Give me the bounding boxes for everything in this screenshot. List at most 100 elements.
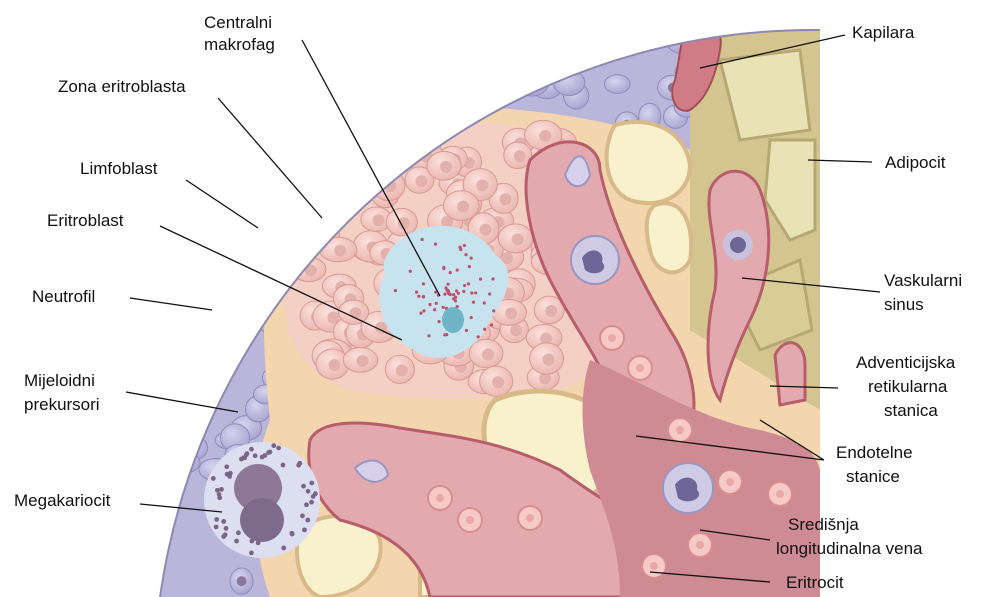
platelet-granule — [276, 446, 281, 451]
myeloid-cell — [359, 62, 387, 82]
myeloid-cell — [202, 84, 224, 109]
myeloid-cell — [271, 75, 296, 103]
myeloid-cell — [697, 11, 720, 35]
myeloid-cell — [427, 53, 460, 77]
erythroblast-cell — [343, 137, 373, 166]
label-limfoblast: Limfoblast — [80, 159, 158, 178]
platelet-granule — [300, 513, 305, 518]
erythrocyte-center — [526, 514, 534, 522]
macrophage-granule — [470, 316, 473, 319]
erythroblast-nucleus — [543, 354, 555, 366]
erythroblast-cell — [321, 175, 354, 200]
myeloid-cell — [178, 156, 206, 179]
macrophage-granule — [434, 243, 437, 246]
platelet-granule — [305, 518, 310, 523]
platelet-granule — [304, 502, 309, 507]
platelet-granule — [214, 525, 219, 530]
myeloid-cell — [544, 18, 569, 37]
macrophage-granule — [454, 299, 457, 302]
erythroblast-nucleus — [362, 155, 374, 167]
myeloid-cell — [148, 189, 174, 215]
macrophage-granule — [447, 292, 450, 295]
myeloid-cell — [304, 206, 329, 231]
myeloid-cell — [390, 52, 424, 76]
myeloid-cell — [424, 39, 449, 62]
platelet-granule — [211, 476, 216, 481]
myeloid-cell — [195, 88, 222, 115]
label-neutrofil: Neutrofil — [32, 287, 95, 306]
macrophage-granule — [421, 238, 424, 241]
myeloid-nucleus — [195, 143, 205, 153]
platelet-granule — [306, 489, 311, 494]
macrophage-granule — [449, 271, 452, 274]
erythrocyte-center — [696, 541, 704, 549]
platelet-granule — [281, 463, 286, 468]
platelet-granule — [219, 487, 224, 492]
erythroblast-nucleus — [372, 214, 384, 226]
macrophage-granule — [479, 278, 482, 281]
myeloid-cell — [458, 23, 484, 45]
myeloid-cell — [589, 18, 620, 40]
myeloid-cell — [359, 96, 385, 117]
label-zona-eritroblasta: Zona eritroblasta — [58, 77, 186, 96]
label-vaskularni-sinus: Vaskularni sinus — [884, 271, 967, 314]
myeloid-cell — [305, 7, 332, 32]
myeloid-cell — [335, 71, 365, 91]
myeloid-cell — [210, 291, 240, 314]
platelet-granule — [224, 526, 229, 531]
macrophage-granule — [433, 308, 436, 311]
myeloid-cell — [286, 241, 314, 262]
macrophage-granule — [462, 290, 465, 293]
platelet-granule — [215, 488, 220, 493]
myeloid-cell — [423, 24, 452, 49]
myeloid-cell — [234, 85, 266, 110]
platelet-granule — [281, 546, 286, 551]
myeloid-cell — [230, 296, 255, 316]
platelet-granule — [260, 455, 265, 460]
macrophage-granule — [422, 295, 425, 298]
erythroblast-nucleus — [476, 180, 488, 192]
macrophage-granule — [455, 289, 458, 292]
platelet-granule — [245, 451, 250, 456]
erythroblast-cell — [286, 221, 324, 247]
platelet-granule — [256, 540, 261, 545]
myeloid-cell — [188, 136, 212, 159]
platelet-granule — [266, 450, 271, 455]
macrophage-granule — [490, 323, 493, 326]
macrophage-granule — [470, 291, 473, 294]
erythroblast-nucleus — [357, 355, 369, 367]
platelet-granule — [309, 500, 314, 505]
macrophage-granule — [463, 244, 466, 247]
marrow-tissue — [148, 0, 830, 597]
macrophage-granule — [483, 328, 486, 331]
erythrocyte-center — [776, 490, 784, 498]
myeloid-cell — [196, 250, 218, 274]
label-eritrocit: Eritrocit — [786, 573, 844, 592]
myeloid-cell — [347, 101, 381, 124]
myeloid-cell — [687, 13, 714, 36]
myeloid-cell — [380, 74, 409, 98]
myeloid-cell — [218, 111, 249, 138]
macrophage-granule — [452, 293, 455, 296]
erythrocyte-center — [726, 478, 734, 486]
macrophage-granule — [465, 329, 468, 332]
macrophage-granule — [456, 269, 459, 272]
platelet-granule — [271, 443, 276, 448]
macrophage-granule — [467, 282, 470, 285]
platelet-granule — [309, 481, 314, 486]
erythroblast-cell — [324, 165, 361, 192]
myeloid-cell — [161, 140, 194, 158]
platelet-granule — [302, 527, 307, 532]
myeloid-cell — [397, 17, 419, 39]
erythroblast-nucleus — [350, 307, 362, 319]
macrophage-granule — [472, 301, 475, 304]
erythroblast-nucleus — [398, 217, 410, 229]
macrophage-granule — [394, 289, 397, 292]
platelet-granule — [249, 551, 254, 556]
myeloid-cell — [188, 354, 220, 382]
platelet-granule — [228, 471, 233, 476]
platelet-granule — [296, 463, 301, 468]
erythrocyte-center — [436, 494, 444, 502]
platelet-granule — [234, 539, 239, 544]
myeloid-cell — [228, 283, 258, 306]
